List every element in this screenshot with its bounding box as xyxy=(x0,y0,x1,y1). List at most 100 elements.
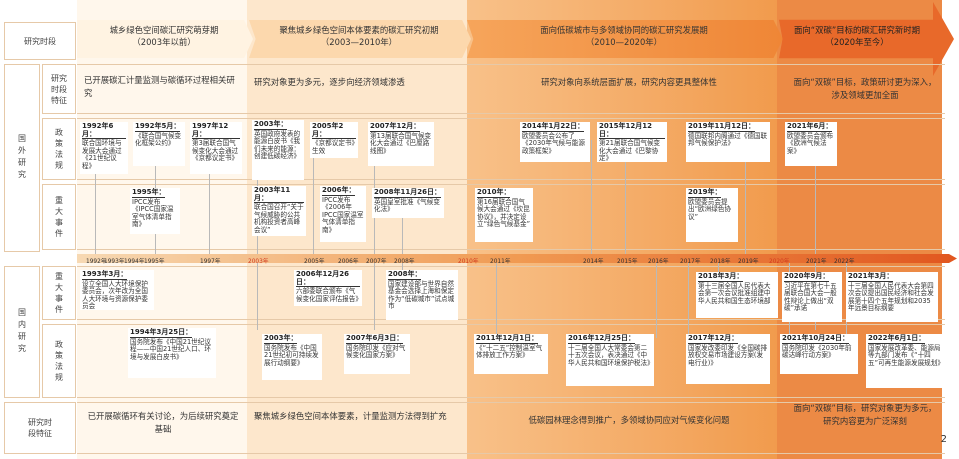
tick-2017: 2017年 xyxy=(680,259,701,265)
tick-1995: 1995年 xyxy=(144,259,165,265)
card-foreign-event-2019: 2019年：欧盟委员会提出“欧洲绿色协议” xyxy=(686,188,738,242)
label-domestic-policy: 政策法规 xyxy=(42,324,76,398)
card-domestic-policy-2003: 2003年：国务院发布《中国21世纪初可持续发展行动纲要》 xyxy=(262,334,322,380)
card-text: 英国皇室批准《气候变化法》 xyxy=(374,197,440,214)
tick-2011: 2011年 xyxy=(490,259,511,265)
label-domestic-feature: 研究时段特征 xyxy=(4,402,76,454)
phase-title-4: 面向“双碳”目标的碳汇研究新时期 （2020年至今） xyxy=(782,24,932,48)
tick-2006: 2006年 xyxy=(338,259,359,265)
phase-title-1: 城乡绿色空间碳汇研究萌芽期 （2003年以前） xyxy=(80,24,248,48)
connector-2005 xyxy=(313,140,314,258)
tick-2007: 2007年 xyxy=(366,259,387,265)
card-date: 2008年： xyxy=(388,270,422,280)
card-date: 2003年11月： xyxy=(254,186,304,204)
domestic-feature-row xyxy=(77,402,945,454)
tick-2005: 2005年 xyxy=(304,259,325,265)
card-date: 2019年11月12日： xyxy=(688,122,755,132)
card-domestic-policy-2017: 2017年12月：国家发改委印发《全国碳排放权交易市场建设方案(发电行业)》 xyxy=(686,334,770,384)
foreign-feature-2: 研究对象更为多元，逐步向经济领域渗透 xyxy=(254,77,405,87)
card-foreign-event-2003: 2003年11月：联合国召开“关于气候威胁的公共机构投资者高峰会议” xyxy=(252,186,306,236)
card-date: 1992年5月： xyxy=(135,122,181,132)
foreign-feature-row xyxy=(77,64,945,114)
card-text: 第16届联合国气候大会通过《坎昆协议》，并决定设立“绿色气候基金” xyxy=(477,197,530,229)
connector-2016 xyxy=(656,258,657,338)
label-period: 研究时段 xyxy=(4,22,76,60)
card-text: 设立全国人大环境保护委员会，次年改为全国人大环境与资源保护委员会 xyxy=(82,279,148,311)
card-domestic-policy-2007: 2007年6月3日：国务院印发《应对气候变化国家方案》 xyxy=(344,334,410,374)
label-foreign-feature: 研究时段特征 xyxy=(42,64,76,114)
card-text: 《“十二五”控制温室气体排放工作方案》 xyxy=(476,343,543,360)
tick-1993: 1993年 xyxy=(104,259,125,265)
connector-1997 xyxy=(209,140,210,258)
tick-2021: 2021年 xyxy=(806,259,827,265)
phase-2-name: 聚焦城乡绿色空间本体要素的碳汇研究初期 xyxy=(279,25,439,35)
card-date: 2008年11月26日： xyxy=(374,188,441,198)
connector-2014 xyxy=(591,140,592,258)
card-date: 1995年： xyxy=(132,188,166,198)
card-text: 第21届联合国气候变化大会通过《巴黎协定》 xyxy=(599,139,661,163)
phase-4-range: （2020年至今） xyxy=(825,37,889,47)
card-date: 2006年： xyxy=(322,186,356,196)
card-foreign-policy-2021: 2021年6月：欧盟委员会颁布《欧洲气候法案》 xyxy=(785,122,837,166)
card-text: 习近平在第七十五届联合国大会一般性辩论上做出“双碳”承诺 xyxy=(784,281,837,313)
card-text: 国家发展改革委、能源局等九部门发布《“十四五”可再生能源发展规划》 xyxy=(868,343,944,367)
foreign-policy-row xyxy=(77,118,945,180)
card-date: 2021年6月： xyxy=(787,122,833,132)
card-domestic-policy-2016: 2016年12月25日：十二届全国人大常委会第二十五次会议，表决通过《中华人民共… xyxy=(566,334,654,386)
header-arrow-3 xyxy=(467,20,783,58)
domestic-policy-row xyxy=(77,324,945,398)
card-domestic-policy-2022: 2022年6月1日：国家发展改革委、能源局等九部门发布《“十四五”可再生能源发展… xyxy=(866,334,944,388)
card-domestic-event-2021: 2021年3月：十三届全国人民代表大会第四次会议提出国民经济和社会发展第十四个五… xyxy=(846,272,938,322)
foreign-feature-4: 面向“双碳”目标，政策研讨更为深入，涉及领域更加全面 xyxy=(793,77,937,100)
card-foreign-event-1995: 1995年：IPCC发布《IPCC国家温室气体清单指南》 xyxy=(130,188,180,234)
domestic-feature-2: 聚焦城乡绿色空间本体要素，计量监测方法得到扩充 xyxy=(254,411,447,421)
card-foreign-policy-2015: 2015年12月12日：第21届联合国气候变化大会通过《巴黎协定》 xyxy=(597,122,667,162)
card-domestic-policy-1994: 1994年3月25日：国务院发布《中国21世纪议程——中国21世纪人口、环境与发… xyxy=(128,328,216,378)
card-date: 2019年： xyxy=(688,188,722,198)
card-text: 第3届联合国气候变化大会通过《京都议定书》 xyxy=(192,139,239,163)
page-number: 2 xyxy=(940,434,947,445)
card-date: 2021年3月： xyxy=(848,272,894,282)
card-text: 第十三届全国人民代表大会第一次会议批准组建中华人民共和国生态环境部 xyxy=(698,281,771,305)
tick-1992: 1992年 xyxy=(86,259,107,265)
tick-2003: 2003年 xyxy=(248,259,269,265)
card-date: 2003年： xyxy=(254,120,288,130)
tick-2015: 2015年 xyxy=(617,259,638,265)
phase-3-range: （2010—2020年） xyxy=(585,37,663,47)
connector-2019 xyxy=(745,140,746,258)
card-domestic-event-2008: 2008年：国家建设部与世界自然基金会选择上海和保定作为“低碳城市”试点城市 xyxy=(386,270,458,320)
card-domestic-event-1993: 1993年3月：设立全国人大环境保护委员会，次年改为全国人大环境与资源保护委员会 xyxy=(80,270,154,310)
card-date: 2018年3月： xyxy=(698,272,744,282)
tick-1997: 1997年 xyxy=(200,259,221,265)
card-text: 联合国环境与发展大会通过《21世纪议程》 xyxy=(82,139,122,170)
card-domestic-event-2018: 2018年3月：第十三届全国人民代表大会第一次会议批准组建中华人民共和国生态环境… xyxy=(696,272,778,318)
card-text: 国家建设部与世界自然基金会选择上海和保定作为“低碳城市”试点城市 xyxy=(388,279,455,311)
card-date: 2017年12月： xyxy=(688,334,739,344)
connector-2011 xyxy=(496,258,497,338)
phase-2-range: （2003—2010年） xyxy=(320,37,398,47)
tick-2008: 2008年 xyxy=(394,259,415,265)
foreign-feature-3: 研究对象向系统层面扩展，研究内容更具整体性 xyxy=(541,77,717,87)
card-foreign-policy-2007: 2007年12月：第13届联合国气候变化大会通过《巴厘路线图》 xyxy=(368,122,434,166)
card-text: 国家发改委印发《全国碳排放权交易市场建设方案(发电行业)》 xyxy=(688,343,768,367)
card-foreign-event-2008: 2008年11月26日：英国皇室批准《气候变化法》 xyxy=(372,188,444,218)
card-date: 2007年6月3日： xyxy=(346,334,404,344)
domestic-events-row xyxy=(77,266,945,320)
tick-2019: 2019年 xyxy=(738,259,759,265)
card-text: 《京都议定书》生效 xyxy=(312,139,355,155)
card-text: IPCC发布《IPCC国家温室气体清单指南》 xyxy=(132,197,174,229)
connector-2015 xyxy=(625,140,626,258)
card-foreign-event-2010: 2010年：第16届联合国气候大会通过《坎昆协议》，并决定设立“绿色气候基金” xyxy=(475,188,533,242)
tick-2014: 2014年 xyxy=(583,259,604,265)
connector-1992-a xyxy=(95,140,96,258)
tick-2022: 2022年 xyxy=(834,259,855,265)
card-domestic-policy-2011: 2011年12月1日：《“十二五”控制温室气体排放工作方案》 xyxy=(474,334,548,374)
card-date: 2003年： xyxy=(264,334,298,344)
phase-title-2: 聚焦城乡绿色空间本体要素的碳汇研究初期 （2003—2010年） xyxy=(252,24,466,48)
card-date: 2010年： xyxy=(477,188,511,198)
card-date: 2016年12月25日： xyxy=(568,334,635,344)
card-foreign-policy-2019: 2019年11月12日：德国联邦内阁通过《德国联邦气候保护法》 xyxy=(686,122,770,162)
card-foreign-policy-2003: 2003年：英国政府发表的能源白皮书《我们未来的能源：创建低碳经济》 xyxy=(252,120,304,180)
connector-2008 xyxy=(402,200,403,290)
card-text: 欧盟委员会颁布《欧洲气候法案》 xyxy=(787,131,834,155)
